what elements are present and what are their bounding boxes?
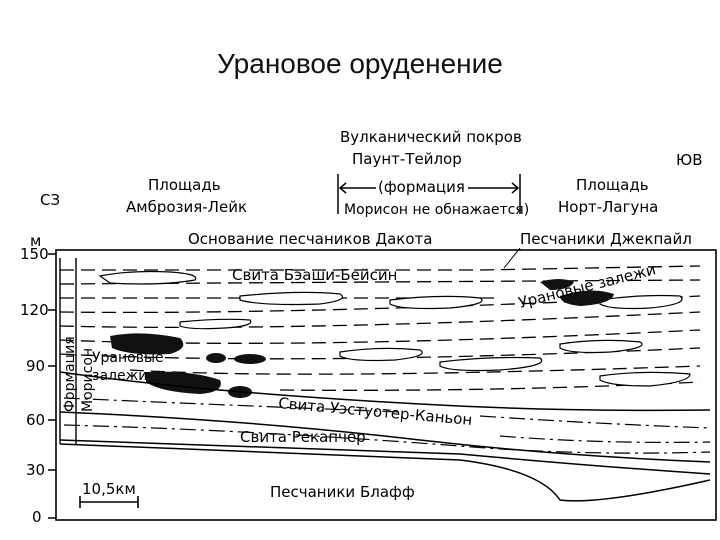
area-right-line2: Норт-Лагуна: [558, 198, 658, 216]
recapture-strata: [63, 397, 711, 454]
direction-se: ЮВ: [676, 151, 702, 169]
unexposed-bracket: [337, 174, 521, 214]
area-left-line1: Площадь: [148, 176, 221, 194]
sandstone-lenses: [98, 270, 691, 387]
axis-tick-150: 150: [20, 245, 49, 263]
formation-line1: (формация: [378, 178, 465, 196]
axis-tick-0: 0: [32, 508, 42, 526]
bluff-boundary: [59, 443, 711, 502]
axis-tick-90: 90: [26, 357, 45, 375]
axis-unit: м: [30, 232, 41, 250]
bluff-label: Песчаники Блафф: [270, 483, 415, 501]
dakota-label: Основание песчаников Дакота: [188, 230, 432, 248]
morrison-bar: [59, 258, 77, 444]
direction-nw: СЗ: [40, 191, 60, 209]
morrison-label-line2: Морисон: [80, 348, 96, 412]
axis-tick-120: 120: [20, 301, 49, 319]
recapture-label: Свита Рекапчер: [240, 428, 366, 446]
section-frame: [55, 249, 717, 521]
depth-axis: [48, 253, 56, 519]
area-right-line1: Площадь: [576, 176, 649, 194]
uranium-left-line2: залежи: [92, 368, 147, 384]
jackpile-pointer: [503, 247, 521, 269]
volcanic-line1: Вулканический покров: [340, 128, 522, 146]
area-left-line2: Амброзия-Лейк: [126, 198, 247, 216]
page-title: Урановое оруденение: [217, 48, 503, 79]
axis-tick-30: 30: [26, 461, 45, 479]
uranium-left-line1: Урановые: [92, 350, 164, 366]
jackpile-label: Песчаники Джекпайл: [520, 230, 692, 248]
scale-label: 10,5км: [82, 480, 136, 498]
westwater-boundaries: [59, 371, 711, 475]
brushy-basin-label: Свита Бэаши-Бейсин: [232, 266, 397, 284]
morrison-label-line1: Формация: [62, 336, 78, 412]
westwater-label: Свита Уэстуотер-Каньон: [278, 394, 473, 429]
volcanic-line2: Паунт-Тейлор: [352, 150, 462, 168]
formation-line2: Морисон не обнажается): [344, 202, 529, 218]
axis-tick-60: 60: [26, 411, 45, 429]
scale-bar: [79, 496, 139, 508]
